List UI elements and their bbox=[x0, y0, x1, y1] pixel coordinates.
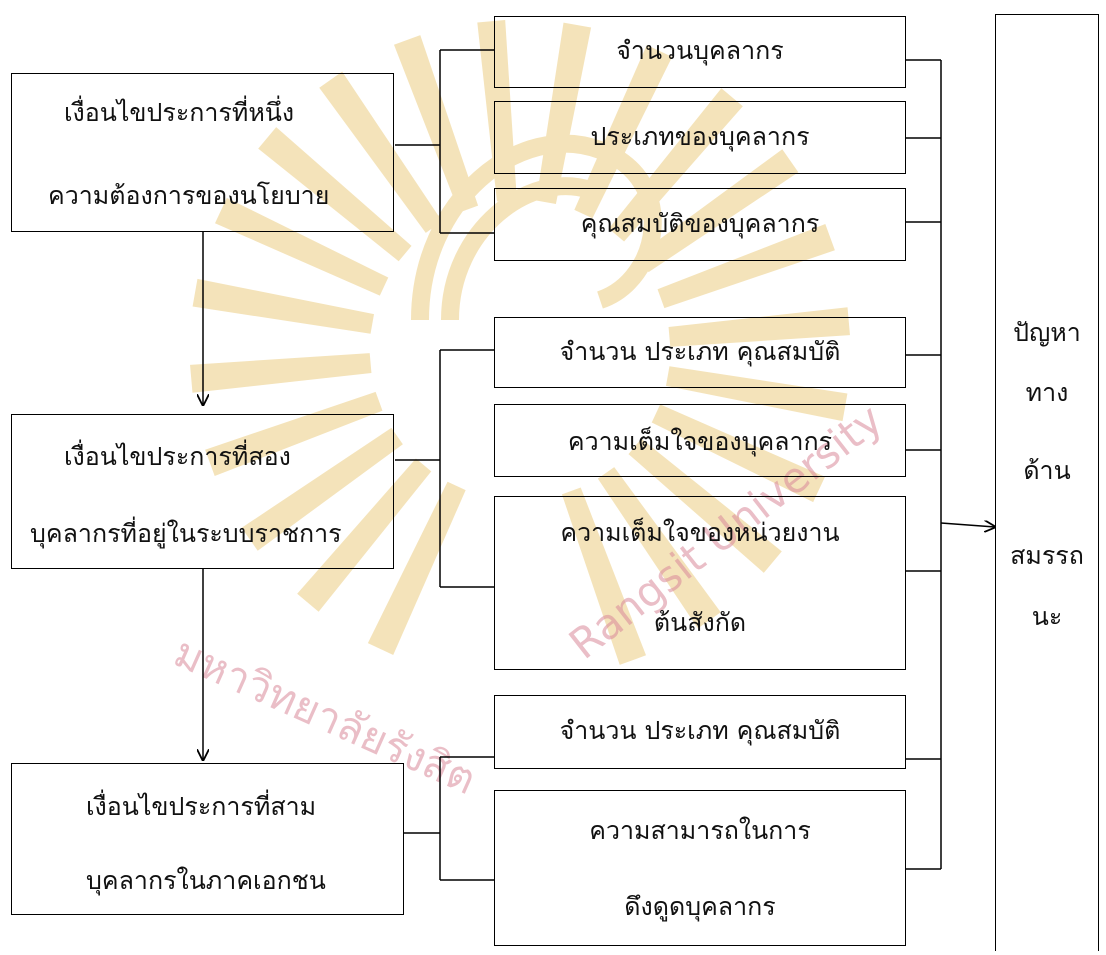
condition-3-title: เงื่อนไขประการที่สาม bbox=[86, 792, 317, 821]
factor-box-g1-2 bbox=[494, 101, 906, 174]
factor-box-g2-3 bbox=[494, 496, 906, 670]
outcome-line-2: ทาง bbox=[1025, 378, 1069, 407]
condition-3-subtitle: บุคลากรในภาคเอกชน bbox=[86, 866, 326, 895]
condition-box-3 bbox=[11, 763, 404, 915]
condition-2-title: เงื่อนไขประการที่สอง bbox=[64, 442, 291, 471]
factor-g2-3-label-line2: ต้นสังกัด bbox=[653, 608, 747, 637]
factor-g2-1-label: จำนวน ประเภท คุณสมบัติ bbox=[559, 337, 841, 366]
factor-g3-2-label-line1: ความสามารถในการ bbox=[589, 816, 811, 845]
condition-1-subtitle: ความต้องการของนโยบาย bbox=[48, 181, 330, 210]
factor-g1-1-label: จำนวนบุคลากร bbox=[616, 36, 784, 65]
arrow-to-outcome bbox=[940, 523, 995, 527]
condition-box-1 bbox=[11, 73, 394, 232]
factor-box-g1-1 bbox=[494, 16, 906, 88]
factor-box-g3-2 bbox=[494, 790, 906, 946]
condition-2-subtitle: บุคลากรที่อยู่ในระบบราชการ bbox=[30, 519, 342, 548]
outcome-line-3: ด้าน bbox=[1023, 456, 1071, 485]
factor-box-g2-2 bbox=[494, 404, 906, 477]
factor-g1-3-label: คุณสมบัติของบุคลากร bbox=[580, 209, 820, 238]
factor-g2-2-label: ความเต็มใจของบุคลากร bbox=[567, 427, 833, 456]
outcome-line-5: นะ bbox=[1031, 602, 1063, 631]
factor-box-g3-1 bbox=[494, 695, 906, 769]
outcome-line-1: ปัญหา bbox=[1013, 318, 1081, 347]
factor-g3-2-label-line2: ดึงดูดบุคลากร bbox=[624, 892, 776, 921]
factor-box-g2-1 bbox=[494, 317, 906, 388]
condition-1-title: เงื่อนไขประการที่หนึ่ง bbox=[64, 98, 295, 127]
outcome-box bbox=[995, 14, 1099, 951]
condition-box-2 bbox=[11, 414, 394, 569]
factor-g1-2-label: ประเภทของบุคลากร bbox=[590, 122, 810, 151]
factor-g2-3-label-line1: ความเต็มใจของหน่วยงาน bbox=[560, 518, 840, 547]
factor-box-g1-3 bbox=[494, 188, 906, 261]
factor-g3-1-label: จำนวน ประเภท คุณสมบัติ bbox=[559, 716, 841, 745]
outcome-line-4: สมรรถ bbox=[1010, 541, 1084, 570]
